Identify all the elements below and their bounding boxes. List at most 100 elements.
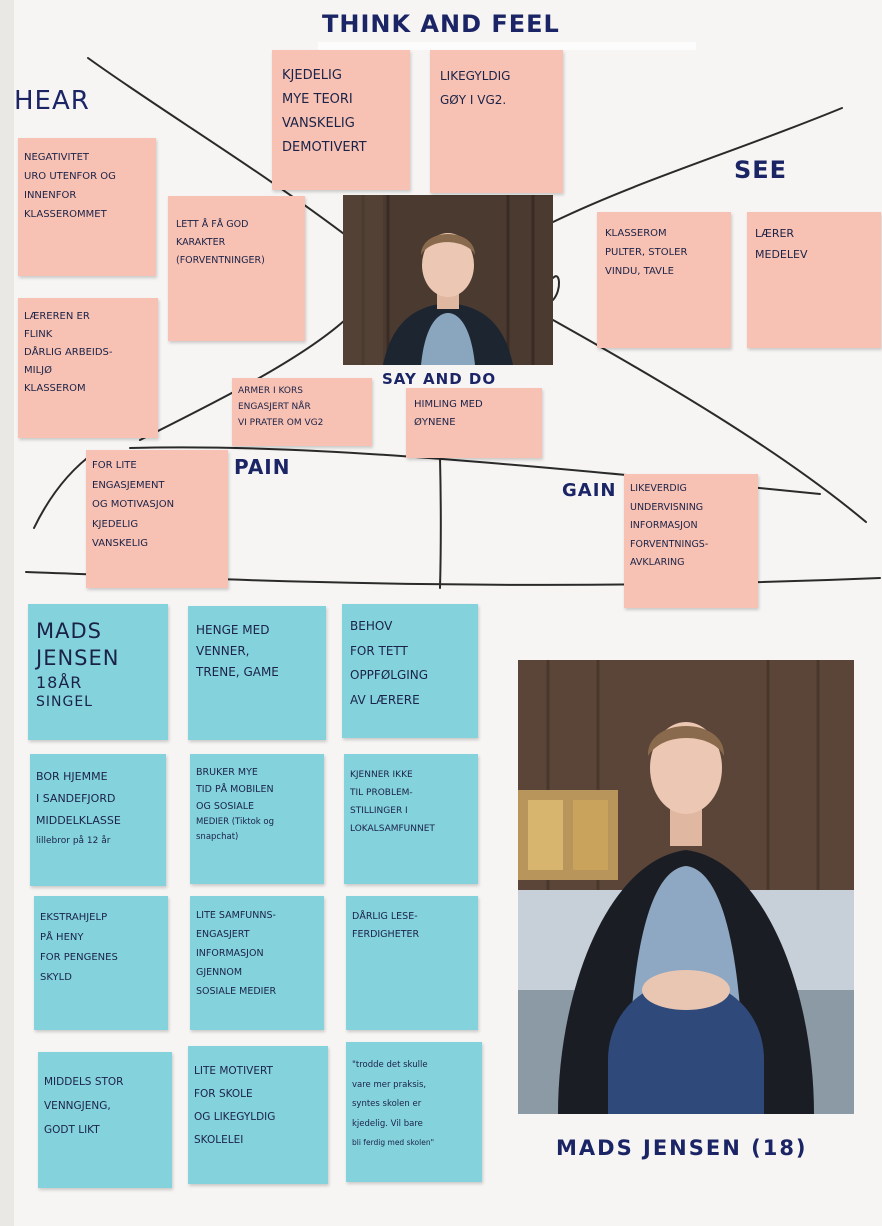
heading-think-and-feel: THINK AND FEEL <box>322 10 560 38</box>
note-line: DÅRLIG LESE- <box>352 911 418 922</box>
note-line: DÅRLIG ARBEIDS- <box>24 347 113 358</box>
note-line: (FORVENTNINGER) <box>176 255 265 267</box>
note-persona-friends: MIDDELS STOR VENNGJENG, GODT LIKT <box>38 1052 172 1188</box>
note-line: LIKEVERDIG <box>630 483 687 494</box>
note-line: GJENNOM <box>196 967 243 978</box>
note-line: TIL PROBLEM- <box>350 788 413 798</box>
note-say-arms-crossed: ARMER I KORS ENGASJERT NÅR VI PRATER OM … <box>232 378 372 446</box>
note-line: KARAKTER <box>176 237 226 249</box>
note-line: INFORMASJON <box>630 520 698 532</box>
note-line: bli ferdig med skolen" <box>352 1138 435 1148</box>
note-line: LÆRER <box>755 227 795 240</box>
heading-say-and-do: SAY AND DO <box>382 370 497 388</box>
note-line: DEMOTIVERT <box>282 140 367 156</box>
note-think-boring: KJEDELIG MYE TEORI VANSKELIG DEMOTIVERT <box>272 50 410 190</box>
note-persona-phone: BRUKER MYE TID PÅ MOBILEN OG SOSIALE MED… <box>190 754 324 884</box>
note-line: TID PÅ MOBILEN <box>196 784 274 796</box>
note-line-small: lillebror på 12 år <box>36 836 111 846</box>
note-line: kjedelig. Vil bare <box>352 1118 423 1129</box>
note-line: LITE MOTIVERT <box>194 1065 273 1077</box>
note-gain: LIKEVERDIG UNDERVISNING INFORMASJON FORV… <box>624 474 758 608</box>
note-say-eye-roll: HIMLING MED ØYNENE <box>406 388 542 458</box>
heading-hear: HEAR <box>14 86 90 116</box>
note-persona-home: BOR HJEMME I SANDEFJORD MIDDELKLASSE lil… <box>30 754 166 886</box>
note-line: FERDIGHETER <box>352 929 420 941</box>
note-hear-negativity: NEGATIVITET URO UTENFOR OG INNENFOR KLAS… <box>18 138 156 276</box>
note-line: FOR SKOLE <box>194 1088 253 1101</box>
note-line: ENGASJEMENT <box>92 479 165 491</box>
note-persona-motivation: LITE MOTIVERT FOR SKOLE OG LIKEGYLDIG SK… <box>188 1046 328 1184</box>
note-line: KJEDELIG <box>92 518 139 530</box>
note-line: STILLINGER I <box>350 806 408 816</box>
note-line: OG LIKEGYLDIG <box>194 1111 276 1124</box>
note-line: HIMLING MED <box>414 399 483 410</box>
note-line: vare mer praksis, <box>352 1079 427 1090</box>
note-line: VI PRATER OM VG2 <box>238 417 324 428</box>
note-line: KJENNER IKKE <box>350 770 413 780</box>
note-line: LOKALSAMFUNNET <box>350 824 435 834</box>
note-line: MEDELEV <box>755 247 808 261</box>
note-line: VINDU, TAVLE <box>605 266 674 277</box>
note-pain: FOR LITE ENGASJEMENT OG MOTIVASJON KJEDE… <box>86 450 228 588</box>
note-line: JENSEN <box>36 646 120 671</box>
note-line: MIDDELKLASSE <box>36 814 121 827</box>
note-line: OG MOTIVASJON <box>92 499 175 510</box>
portrait-photo <box>343 195 553 365</box>
note-line: BEHOV <box>350 619 393 633</box>
note-line: OG SOSIALE <box>196 801 254 813</box>
note-persona-quote: "trodde det skulle vare mer praksis, syn… <box>346 1042 482 1182</box>
note-line: UNDERVISNING <box>630 501 704 513</box>
note-persona-hobbies: HENGE MED VENNER, TRENE, GAME <box>188 606 326 740</box>
note-hear-teacher: LÆREREN ER FLINK DÅRLIG ARBEIDS- MILJØ K… <box>18 298 158 438</box>
note-line: BRUKER MYE <box>196 767 258 778</box>
note-line: INFORMASJON <box>196 948 264 959</box>
note-line: TRENE, GAME <box>196 665 279 679</box>
note-line: SOSIALE MEDIER <box>196 986 277 997</box>
note-line: GØY I VG2. <box>440 93 507 107</box>
note-line: FOR PENGENES <box>40 952 118 963</box>
note-persona-engagement: LITE SAMFUNNS- ENGASJERT INFORMASJON GJE… <box>190 896 324 1030</box>
note-line: URO UTENFOR OG <box>24 171 116 182</box>
board-edge <box>0 0 14 1226</box>
note-line: VANSKELIG <box>282 116 355 132</box>
seated-portrait-photo <box>518 660 854 1114</box>
note-line: EKSTRAHJELP <box>40 912 108 923</box>
note-line: ENGASJERT <box>196 929 250 940</box>
note-line: FOR TETT <box>350 643 408 658</box>
note-line: PULTER, STOLER <box>605 247 688 258</box>
note-line: KLASSEROMMET <box>24 209 107 220</box>
note-persona-reading: DÅRLIG LESE- FERDIGHETER <box>346 896 478 1030</box>
note-line: LETT Å FÅ GOD <box>176 219 249 230</box>
note-persona-needs: BEHOV FOR TETT OPPFØLGING AV LÆRERE <box>342 604 478 738</box>
note-line: MADS <box>36 619 102 643</box>
note-see-people: LÆRER MEDELEV <box>747 212 881 348</box>
note-line: 18ÅR <box>36 672 83 692</box>
note-line: SINGEL <box>36 694 93 711</box>
note-line: BOR HJEMME <box>36 770 108 783</box>
note-line: I SANDEFJORD <box>36 792 116 805</box>
note-line: LITE SAMFUNNS- <box>196 910 276 921</box>
persona-caption: MADS JENSEN (18) <box>556 1136 808 1160</box>
note-line: PÅ HENY <box>40 932 84 943</box>
note-line: MILJØ <box>24 365 52 376</box>
note-persona-extra-help: EKSTRAHJELP PÅ HENY FOR PENGENES SKYLD <box>34 896 168 1030</box>
note-line: FOR LITE <box>92 460 137 471</box>
note-line: KLASSEROM <box>24 383 86 394</box>
note-line: ENGASJERT NÅR <box>238 401 311 412</box>
note-think-indifferent: LIKEGYLDIG GØY I VG2. <box>430 50 563 193</box>
note-see-classroom: KLASSEROM PULTER, STOLER VINDU, TAVLE <box>597 212 731 348</box>
note-line: MIDDELS STOR <box>44 1076 124 1088</box>
note-line: NEGATIVITET <box>24 152 89 163</box>
note-line: FORVENTNINGS- <box>630 538 709 550</box>
note-line: "trodde det skulle <box>352 1060 428 1070</box>
note-line: KJEDELIG <box>282 68 342 83</box>
note-persona-name: MADS JENSEN 18ÅR SINGEL <box>28 604 168 740</box>
note-line: MYE TEORI <box>282 92 353 108</box>
heading-see: SEE <box>734 156 788 184</box>
note-line: syntes skolen er <box>352 1099 422 1110</box>
note-line: FLINK <box>24 329 53 340</box>
note-line: AV LÆRERE <box>350 692 420 707</box>
note-line: AVKLARING <box>630 557 685 569</box>
note-line: ARMER I KORS <box>238 386 303 396</box>
note-line: OPPFØLGING <box>350 668 429 683</box>
